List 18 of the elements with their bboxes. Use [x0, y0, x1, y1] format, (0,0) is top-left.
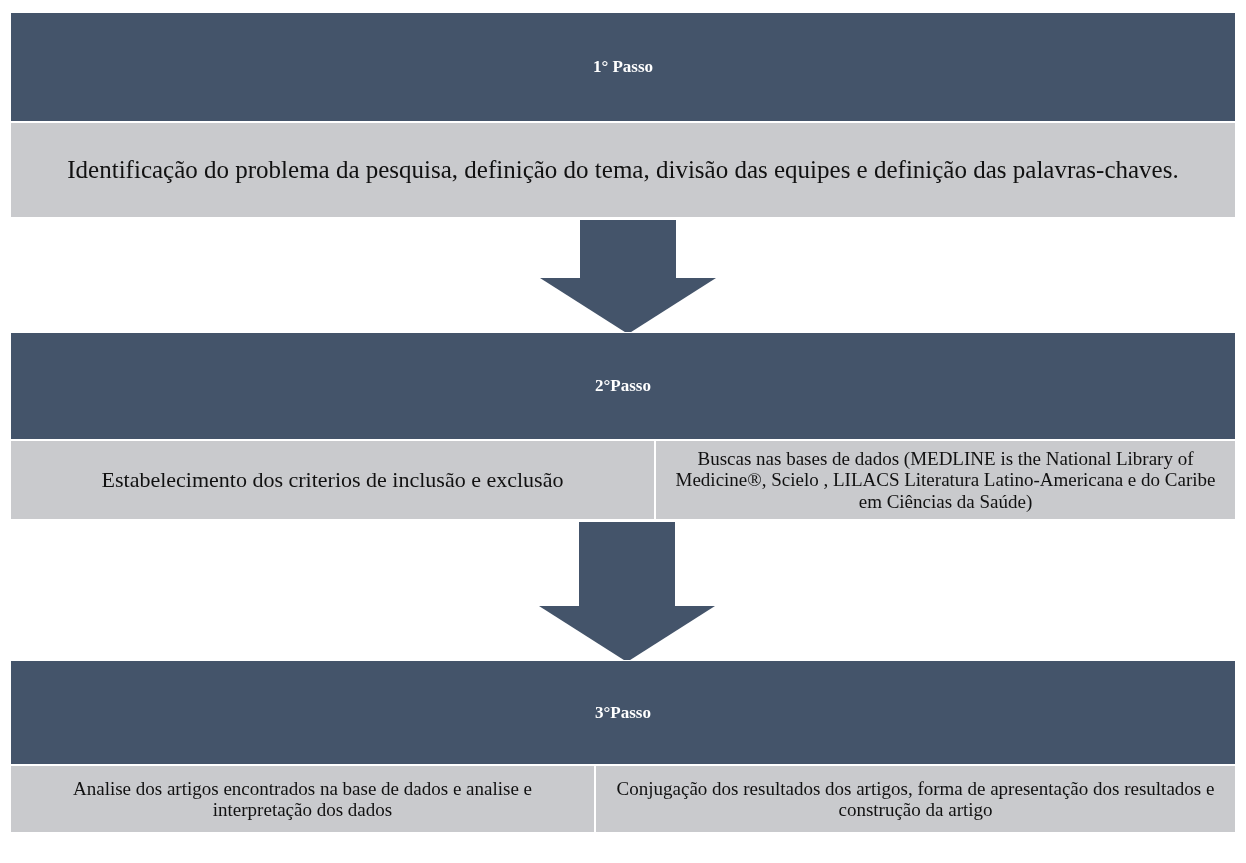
step-text-box [655, 440, 1236, 520]
step-header-band [10, 660, 1236, 765]
step-text-box [10, 765, 595, 833]
step-title: 3°Passo [595, 703, 651, 722]
step-header-band [10, 12, 1236, 122]
step-description: Analise dos artigos encontrados na base de dados e analise e interpretação dos dados [72, 777, 533, 821]
step-title: 1° Passo [592, 57, 654, 77]
step-description: Conjugação dos resultados dos artigos, forma de apresentação dos resultados e construção da artigo [615, 777, 1216, 821]
step-header-band [10, 332, 1236, 440]
step-text-box [595, 765, 1236, 833]
step-text-box [10, 440, 655, 520]
step-description: Buscas nas bases de dados (MEDLINE is the National Library of Medicine®, Scielo , LILACS Literatura Latino-Americana e do Caribe em Ciências da Saúde) [674, 448, 1217, 512]
step-description: Identificação do problema da pesquisa, definição do tema, divisão das equipes e definição das palavras-chaves. [67, 156, 1179, 184]
block-arrow [539, 522, 715, 662]
block-arrow [540, 220, 716, 334]
step-title: 2°Passo [595, 376, 651, 396]
step-text-box [10, 122, 1236, 218]
step-description: Estabelecimento dos criterios de inclusão e exclusão [101, 467, 564, 493]
